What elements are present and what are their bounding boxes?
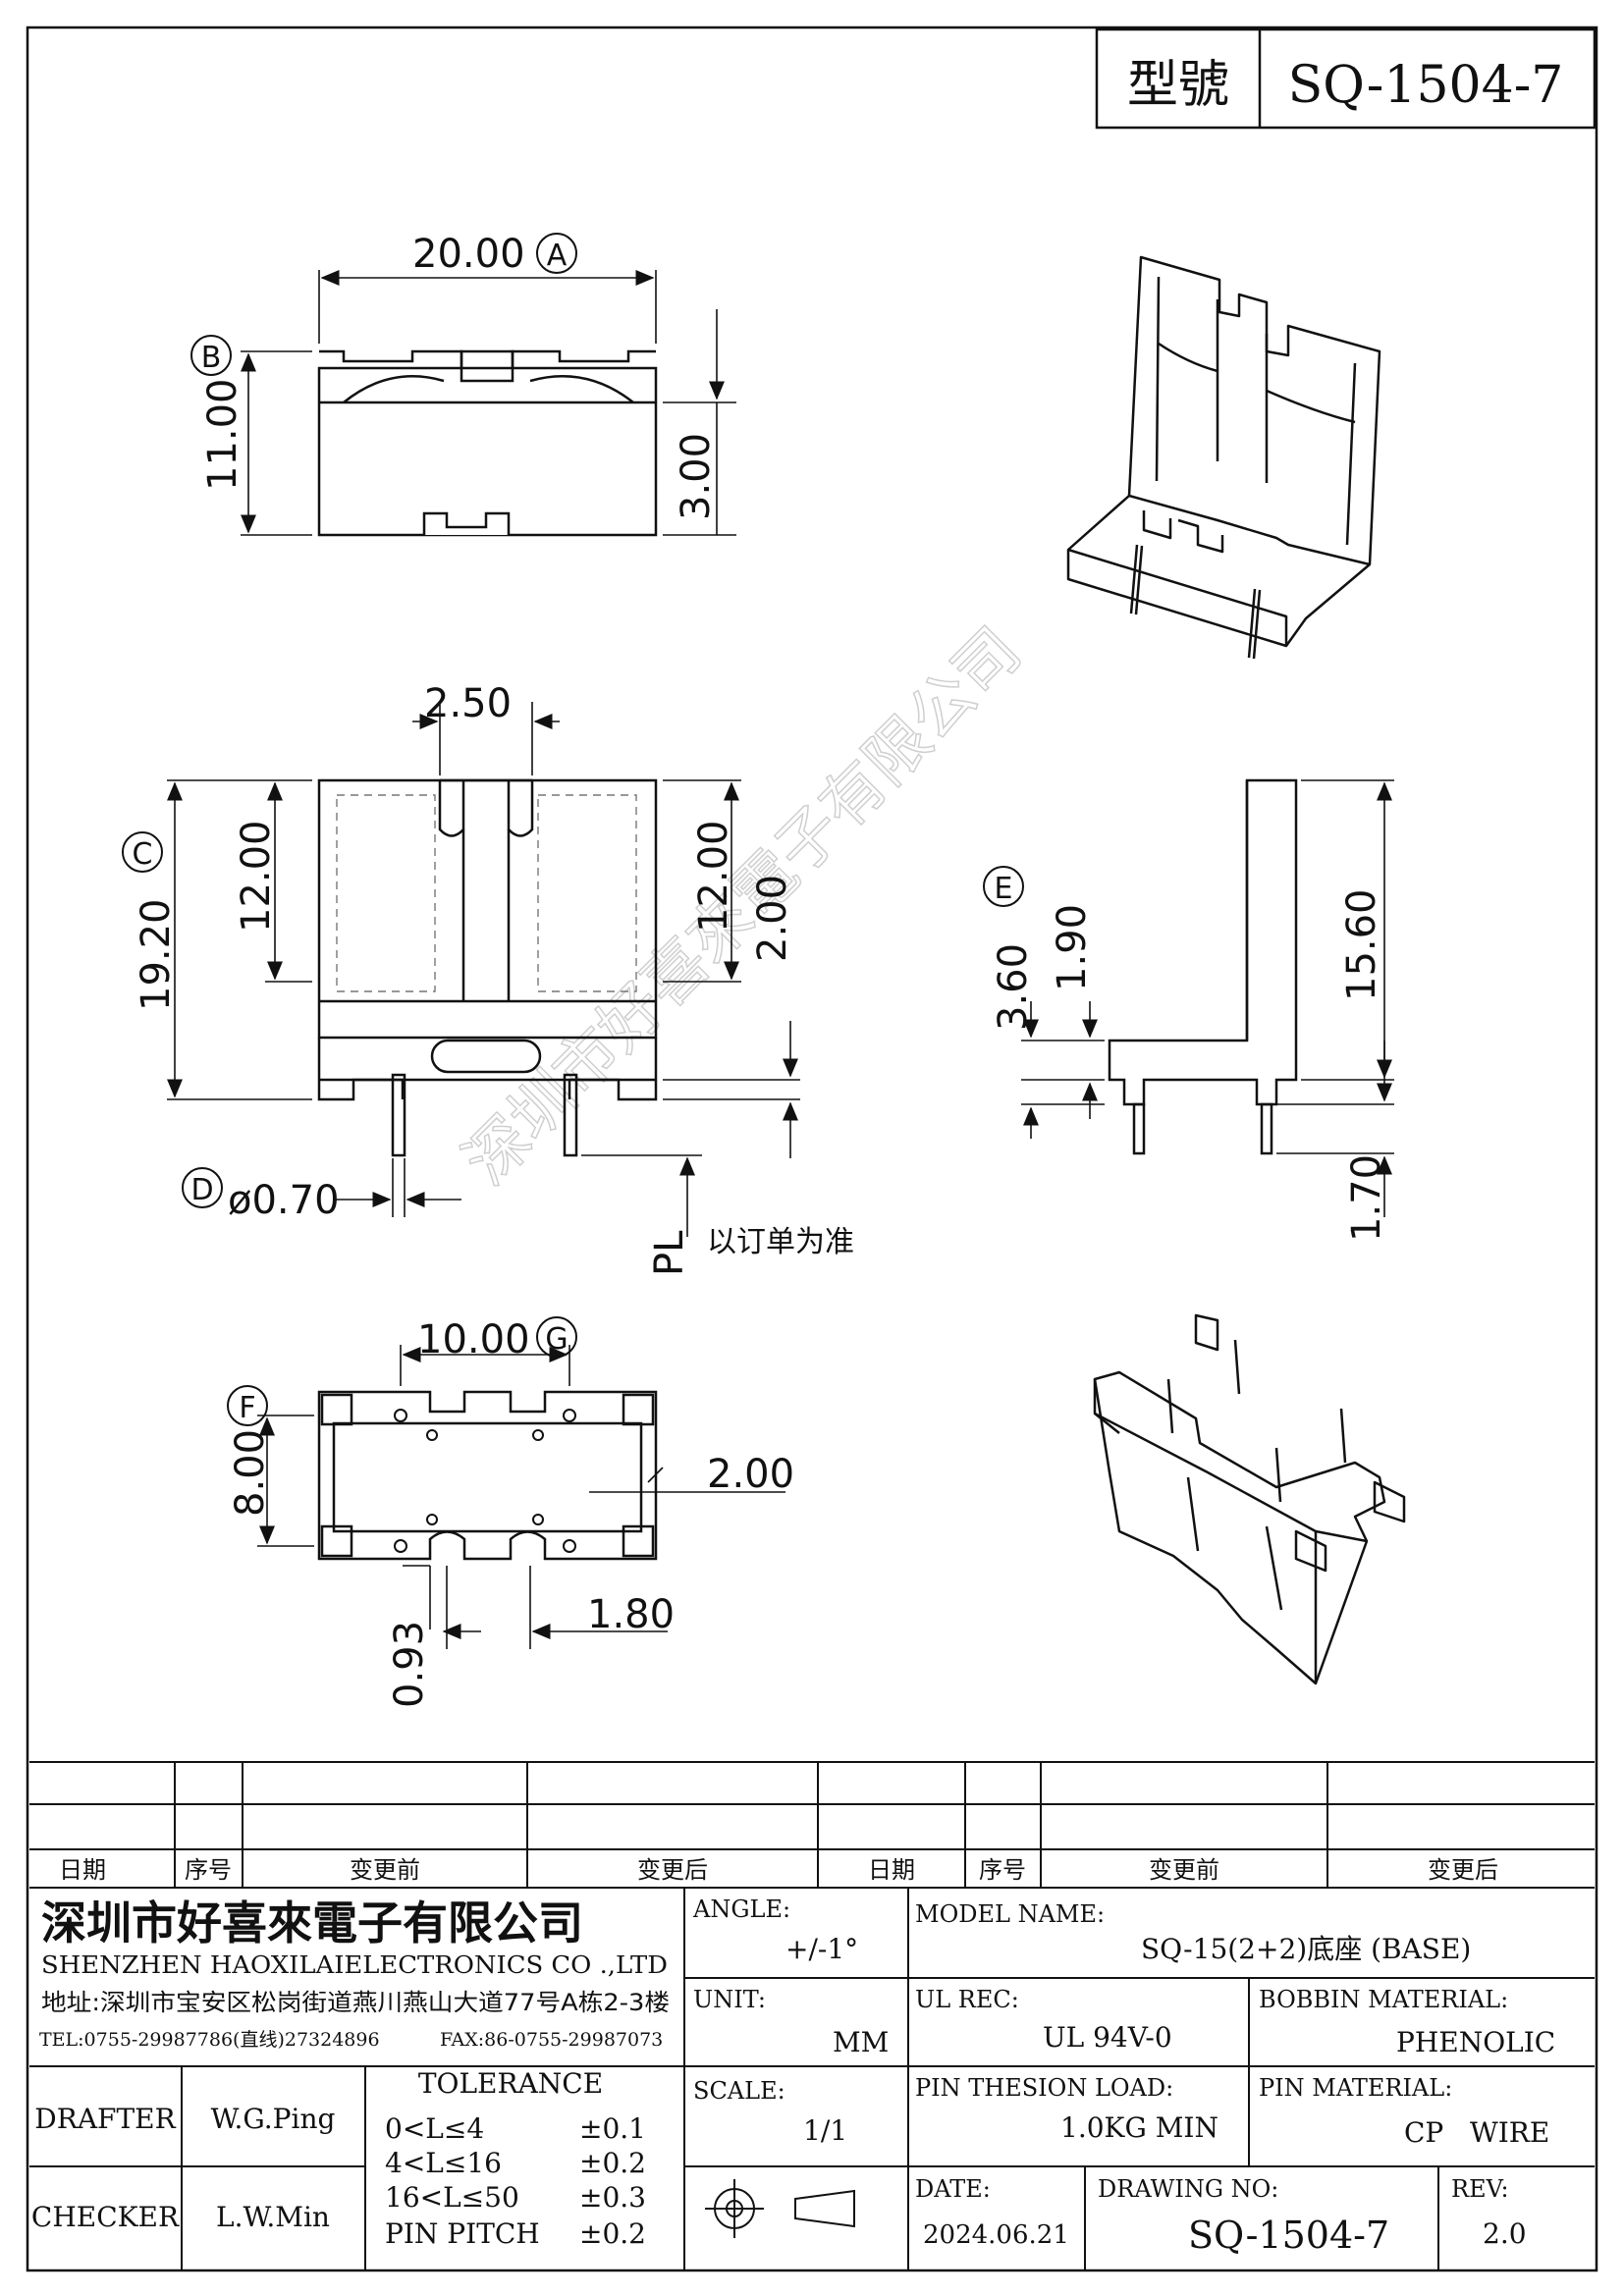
bobbin-material-label: BOBBIN MATERIAL: — [1259, 1986, 1508, 2013]
bobbin-material-value: PHENOLIC — [1396, 2026, 1555, 2058]
side-view-dims — [1021, 779, 1394, 1217]
company-en: SHENZHEN HAOXILAIELECTRONICS CO .,LTD — [41, 1951, 668, 1979]
dim-bottom-small: 0.93 — [387, 1621, 432, 1708]
tolerance-range-4: PIN PITCH — [385, 2217, 540, 2250]
tolerance-range-2: 4<L≤16 — [385, 2147, 502, 2179]
model-name-label: MODEL NAME: — [915, 1900, 1105, 1928]
tolerance-value-3: ±0.3 — [579, 2181, 646, 2214]
rev-header-before-2: 变更前 — [1149, 1856, 1219, 1884]
dim-front-height: 19.20 — [134, 898, 179, 1011]
dim-top-height: 11.00 — [200, 378, 245, 491]
rev-header-no-1: 序号 — [185, 1856, 232, 1884]
top-view-dims — [241, 270, 736, 536]
pin-load-value: 1.0KG MIN — [1060, 2111, 1218, 2144]
callouts — [122, 233, 1024, 1426]
front-view-hidden — [336, 794, 637, 992]
dim-front-left-window: 12.00 — [234, 820, 279, 933]
dim-front-right-window: 12.00 — [691, 820, 736, 933]
iso-view-top — [1066, 255, 1381, 660]
dim-bottom-notch: 1.80 — [587, 1592, 675, 1637]
tolerance-value-4: ±0.2 — [579, 2217, 646, 2250]
callout-e: E — [995, 872, 1013, 906]
dim-top-width: 20.00 — [412, 232, 525, 277]
rev-value: 2.0 — [1483, 2217, 1527, 2250]
title-block-grid — [29, 1888, 1595, 2270]
rev-header-date-2: 日期 — [868, 1856, 915, 1884]
model-header: 型號 SQ-1504-7 — [1095, 27, 1597, 130]
rev-header-after-2: 变更后 — [1428, 1856, 1498, 1884]
front-view-dims — [167, 702, 800, 1237]
rev-header-before-1: 变更前 — [350, 1856, 420, 1884]
scale-value: 1/1 — [803, 2114, 847, 2147]
ul-rec-value: UL 94V-0 — [1043, 2021, 1172, 2054]
angle-value: +/-1° — [785, 1933, 858, 1965]
callout-b: B — [201, 341, 222, 375]
rev-header-no-2: 序号 — [979, 1856, 1026, 1884]
unit-value: MM — [833, 2026, 889, 2058]
tolerance-range-1: 0<L≤4 — [385, 2112, 484, 2145]
drafter-name: W.G.Ping — [211, 2103, 336, 2135]
checker-label: CHECKER — [31, 2201, 180, 2233]
bottom-view-holes — [394, 1409, 576, 1553]
dim-bottom-offset: 2.00 — [707, 1452, 794, 1497]
dim-bottom-pitch: 10.00 — [417, 1317, 530, 1362]
model-number: SQ-1504-7 — [1288, 56, 1564, 115]
date-value: 2024.06.21 — [923, 2220, 1069, 2250]
scale-label: SCALE: — [693, 2077, 785, 2105]
callout-d: D — [190, 1173, 213, 1207]
drawing-no-value: SQ-1504-7 — [1188, 2214, 1389, 2257]
dim-bottom-height: 8.00 — [228, 1429, 273, 1517]
company-tel: TEL:0755-29987786(直线)27324896 — [39, 2029, 380, 2051]
pin-material-value: CP WIRE — [1404, 2116, 1549, 2149]
company-cn: 深圳市好喜來電子有限公司 — [41, 1896, 583, 1949]
callout-c: C — [133, 837, 153, 872]
model-label: 型號 — [1127, 56, 1229, 115]
tolerance-label: TOLERANCE — [418, 2067, 603, 2100]
date-label: DATE: — [915, 2175, 991, 2203]
dim-side-pin: 1.70 — [1344, 1154, 1389, 1242]
dim-side-height: 15.60 — [1339, 888, 1384, 1001]
drawing-no-label: DRAWING NO: — [1098, 2175, 1278, 2203]
dim-side-step2: 1.90 — [1050, 904, 1095, 991]
model-name-value: SQ-15(2+2)底座 (BASE) — [1141, 1933, 1471, 1965]
callout-f: F — [239, 1391, 255, 1425]
rev-header-date-1: 日期 — [59, 1856, 106, 1884]
pin-material-label: PIN MATERIAL: — [1259, 2074, 1452, 2102]
dim-front-tab: 2.00 — [750, 875, 795, 962]
rev-label: REV: — [1451, 2175, 1509, 2203]
dim-side-step: 3.60 — [991, 943, 1036, 1031]
revision-table — [29, 1761, 1595, 1889]
side-view — [1108, 778, 1298, 1155]
top-view — [317, 349, 658, 537]
tolerance-value-1: ±0.1 — [579, 2112, 646, 2145]
dim-front-slot: 2.50 — [424, 681, 512, 726]
front-view — [317, 778, 658, 1157]
dim-pin-diameter: ø0.70 — [228, 1178, 340, 1223]
tolerance-value-2: ±0.2 — [579, 2147, 646, 2179]
dim-pin-length-label: PL — [647, 1230, 692, 1276]
bottom-view-dims — [257, 1345, 785, 1649]
pin-load-label: PIN THESION LOAD: — [915, 2074, 1173, 2102]
unit-label: UNIT: — [693, 1986, 766, 2013]
angle-label: ANGLE: — [692, 1896, 790, 1923]
watermark: 深圳市好喜來電子有限公司 — [451, 614, 1035, 1199]
checker-name: L.W.Min — [216, 2201, 330, 2233]
sheet-border — [26, 26, 1598, 2272]
projection-symbol-icon — [705, 2179, 855, 2238]
company-address: 地址:深圳市宝安区松岗街道燕川燕山大道77号A栋2-3楼 — [41, 1989, 670, 2016]
callout-g: G — [545, 1322, 568, 1357]
dim-top-slot: 3.00 — [674, 433, 719, 520]
tolerance-range-3: 16<L≤50 — [385, 2181, 519, 2214]
ul-rec-label: UL REC: — [915, 1986, 1019, 2013]
rev-header-after-1: 变更后 — [637, 1856, 708, 1884]
company-fax: FAX:86-0755-29987073 — [440, 2029, 663, 2051]
bottom-view — [317, 1390, 658, 1561]
pin-length-note: 以订单为准 — [707, 1225, 854, 1259]
callout-a: A — [547, 239, 568, 273]
drafter-label: DRAFTER — [34, 2103, 176, 2135]
iso-view-bottom — [1093, 1313, 1406, 1685]
